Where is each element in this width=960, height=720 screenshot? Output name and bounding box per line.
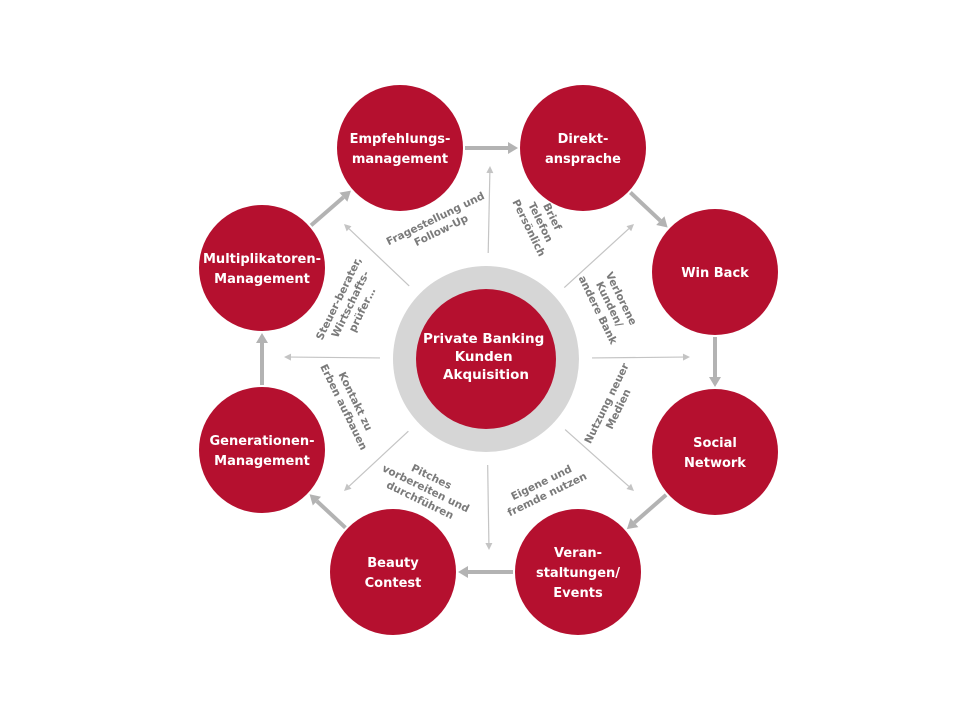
node-label-line: management [352, 152, 448, 167]
spoke-arrow-head [626, 483, 634, 491]
node-label-line: Management [214, 454, 310, 469]
cycle-arrow [633, 493, 668, 525]
cycle-arrow [629, 191, 662, 223]
node-veranstaltungen-events: Veran-staltungen/Events [515, 509, 641, 635]
cycle-arrow-head [656, 216, 668, 228]
center-circle [416, 289, 556, 429]
spoke-line [563, 228, 630, 289]
cycle-arrow-head [709, 377, 721, 387]
node-empfehlungsmanagement: Empfehlungs-management [337, 85, 463, 211]
node-circle [652, 389, 778, 515]
node-label-line: Beauty [367, 556, 419, 571]
spoke-line [487, 464, 490, 544]
node-label-line: ansprache [545, 152, 621, 167]
node-label: Win Back [681, 266, 749, 281]
node-label: Direkt-ansprache [545, 132, 621, 167]
spoke-label: Nutzung neuerMedien [582, 361, 643, 452]
node-label-line: Events [553, 586, 603, 601]
cycle-arrow-head [309, 494, 321, 506]
node-multiplikatoren-management: Multiplikatoren- Management [199, 205, 325, 331]
node-circle [330, 509, 456, 635]
spoke-label-kontakt-erben: Kontakt zuErben aufbauen [317, 357, 381, 452]
node-label-line: Contest [365, 576, 422, 591]
node-circle [199, 205, 325, 331]
spoke-line [290, 356, 381, 359]
cycle-arrow [309, 195, 345, 227]
node-label-line: staltungen/ [536, 566, 620, 581]
node-label-line: Network [684, 456, 746, 471]
spoke-line [348, 228, 410, 287]
node-win-back: Win Back [652, 209, 778, 335]
spoke-arrow-head [344, 224, 352, 232]
node-label-line: Veran- [554, 546, 602, 561]
node-circle [199, 387, 325, 513]
spoke-label: VerloreneKunden/andere Bank [576, 263, 643, 348]
stage-nodes: Empfehlungs-management Direkt-anspracheWi… [199, 85, 778, 635]
node-label-line: Multiplikatoren- [203, 252, 321, 267]
center-line: Akquisition [443, 367, 529, 383]
spoke-arrow-head [284, 353, 292, 361]
spoke-arrow-head [626, 224, 634, 232]
node-label: Generationen- Management [209, 434, 314, 469]
spoke-label-verlorene-kunden: VerloreneKunden/andere Bank [576, 263, 643, 348]
node-label-line: Empfehlungs- [350, 132, 451, 147]
cycle-arrows [256, 142, 721, 578]
spoke-label-nutzung-medien: Nutzung neuerMedien [582, 361, 643, 452]
spoke-arrow-head [682, 353, 690, 361]
node-circle [520, 85, 646, 211]
spoke-arrow-head [486, 166, 494, 174]
cycle-arrow-head [458, 566, 468, 578]
spoke-arrow-head [485, 542, 493, 550]
spoke-arrow-head [344, 483, 352, 491]
spoke-label: Kontakt zuErben aufbauen [317, 357, 381, 452]
spoke-arrows [284, 166, 690, 550]
cycle-arrow-head [339, 190, 351, 202]
node-circle [515, 509, 641, 635]
cycle-arrow [315, 499, 347, 530]
node-label-line: Generationen- [209, 434, 314, 449]
node-direktansprache: Direkt-ansprache [520, 85, 646, 211]
node-circle [337, 85, 463, 211]
cycle-arrow-head [508, 142, 518, 154]
cycle-arrow-head [256, 333, 268, 343]
node-label-line: Social [693, 436, 737, 451]
spoke-label-steuerberater: Steuer-berater,Wirtschafts-prüfer… [314, 255, 388, 353]
node-label-line: Direkt- [558, 132, 609, 147]
spoke-line [487, 172, 491, 254]
center-hub: Private Banking Kunden Akquisition [393, 266, 579, 452]
spoke-label: Steuer-berater,Wirtschafts-prüfer… [314, 255, 388, 353]
cycle-arrow-head [626, 518, 639, 530]
center-line: Kunden [455, 349, 513, 365]
node-label: Veran-staltungen/Events [536, 546, 620, 601]
center-label: Private Banking Kunden Akquisition [423, 331, 549, 383]
node-label-line: Management [214, 272, 310, 287]
spoke-line [591, 356, 684, 359]
node-label: Empfehlungs-management [350, 132, 451, 167]
spoke-line [348, 430, 409, 487]
node-label: Multiplikatoren- Management [203, 252, 321, 287]
center-line: Private Banking [423, 331, 544, 347]
spoke-line [564, 429, 630, 487]
node-label-line: Win Back [681, 266, 749, 281]
node-circle [652, 209, 778, 335]
node-generationen-management: Generationen- Management [199, 387, 325, 513]
